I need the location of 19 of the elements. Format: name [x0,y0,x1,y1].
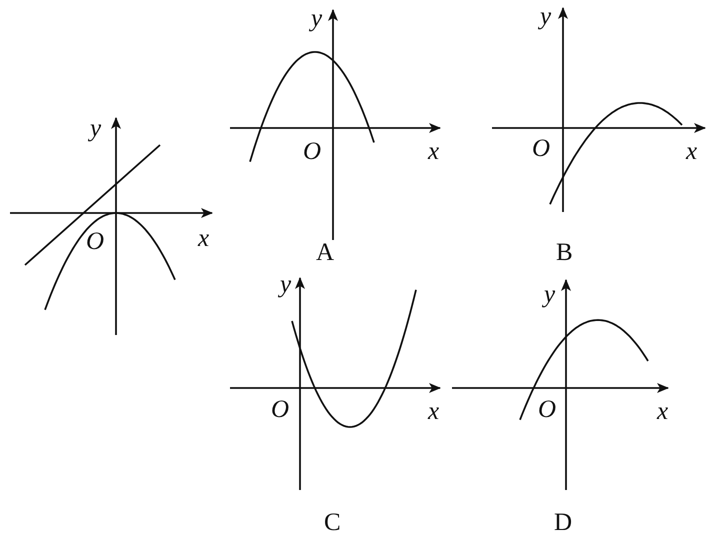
axis-label: x [657,399,668,424]
axis-label: x [198,226,210,251]
option-label: C [324,510,341,535]
origin-label: O [271,397,290,422]
origin-label: O [86,229,104,254]
axis-label: x [428,139,440,164]
axis-label: y [280,272,292,297]
axis-label: x [428,399,440,424]
option-label: D [554,510,572,535]
axis-label: x [686,139,698,164]
origin-label: O [303,139,322,164]
axis-label: y [544,282,556,307]
axis-label: y [540,4,552,29]
origin-label: O [538,397,556,422]
option-label: B [556,240,573,265]
axis-label: y [90,116,102,141]
option-label: A [316,240,334,265]
origin-label: O [532,136,550,161]
axis-label: y [311,6,322,31]
